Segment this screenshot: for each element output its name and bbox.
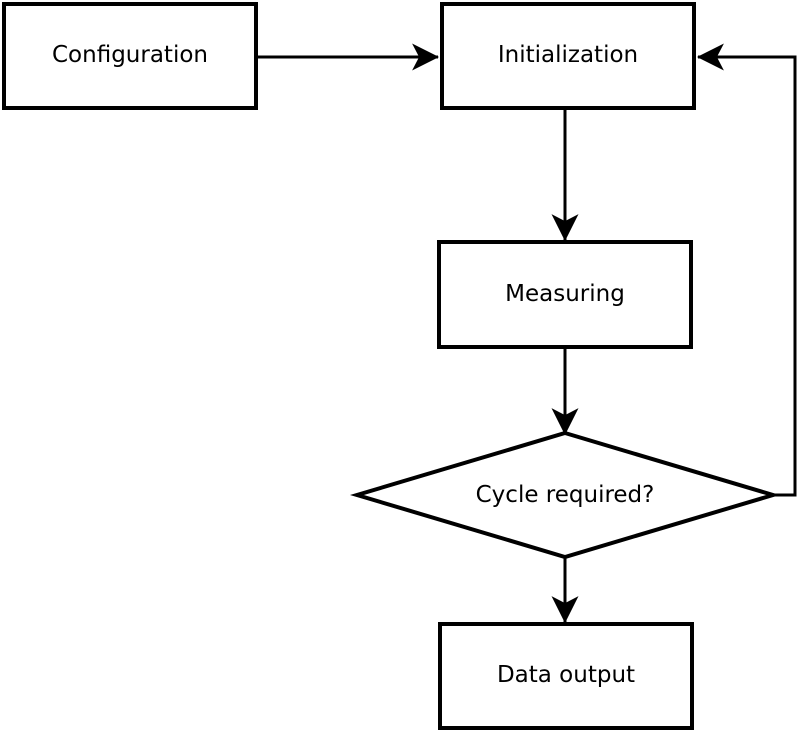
decision-diamond-shape [349, 430, 781, 560]
node-decision-label: Cycle required? [475, 482, 655, 508]
node-measuring: Measuring [437, 240, 693, 349]
node-initialization-label: Initialization [497, 42, 639, 69]
node-initialization: Initialization [440, 2, 696, 110]
edge-decision-to-initialization-loop [696, 43, 797, 497]
node-measuring-label: Measuring [505, 280, 625, 307]
node-data-output: Data output [438, 622, 694, 730]
node-data-output-label: Data output [496, 662, 636, 689]
node-configuration: Configuration [2, 2, 258, 110]
node-configuration-label: Configuration [52, 42, 208, 69]
node-decision: Cycle required? [405, 478, 725, 512]
